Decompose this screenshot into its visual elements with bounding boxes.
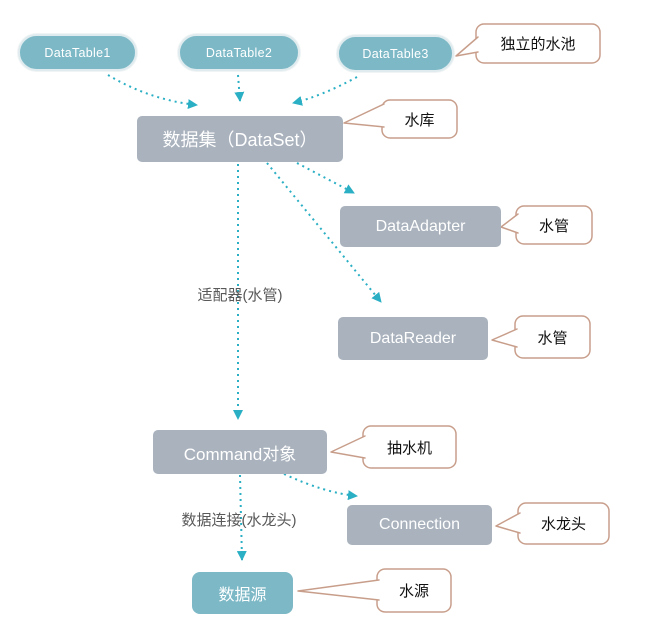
node-datatable2: DataTable2 — [178, 34, 300, 71]
callout-source-tail — [297, 579, 380, 601]
callout-pool-label: 独立的水池 — [500, 36, 576, 53]
edge-dataset-dataadapter-arrow — [296, 162, 355, 194]
callout-reservoir-tail — [343, 103, 385, 128]
edge-label-adapter: 适配器(水管) — [197, 286, 283, 304]
callout-pipe-adapter-label: 水管 — [538, 217, 569, 235]
node-dataadapter: DataAdapter — [340, 206, 501, 247]
edge-command-connection-arrow — [283, 473, 358, 501]
node-connection: Connection — [347, 505, 492, 545]
callout-source-label: 水源 — [398, 583, 429, 600]
callout-pipe-reader-label: 水管 — [537, 329, 568, 347]
node-datareader: DataReader — [338, 317, 488, 360]
callout-faucet-tail — [495, 512, 521, 534]
callout-pipe-reader-tail — [491, 328, 518, 348]
callout-pool-tail — [455, 36, 479, 57]
edge-datatable2-dataset-arrow — [234, 74, 245, 102]
node-datasource: 数据源 — [192, 572, 293, 614]
edge-datatable3-dataset-arrow — [292, 76, 358, 106]
node-datatable3: DataTable3 — [337, 35, 454, 72]
node-datatable1: DataTable1 — [18, 34, 137, 71]
callout-reservoir-label: 水库 — [404, 111, 435, 129]
callout-pump-tail — [330, 435, 366, 459]
callout-faucet-label: 水龙头 — [540, 516, 586, 533]
node-command: Command对象 — [153, 430, 327, 474]
edge-label-connection: 数据连接(水龙头) — [181, 511, 297, 529]
callout-pump-label: 抽水机 — [386, 439, 432, 457]
edge-datatable1-dataset-arrow — [107, 74, 198, 110]
node-dataset: 数据集（DataSet） — [137, 116, 343, 162]
